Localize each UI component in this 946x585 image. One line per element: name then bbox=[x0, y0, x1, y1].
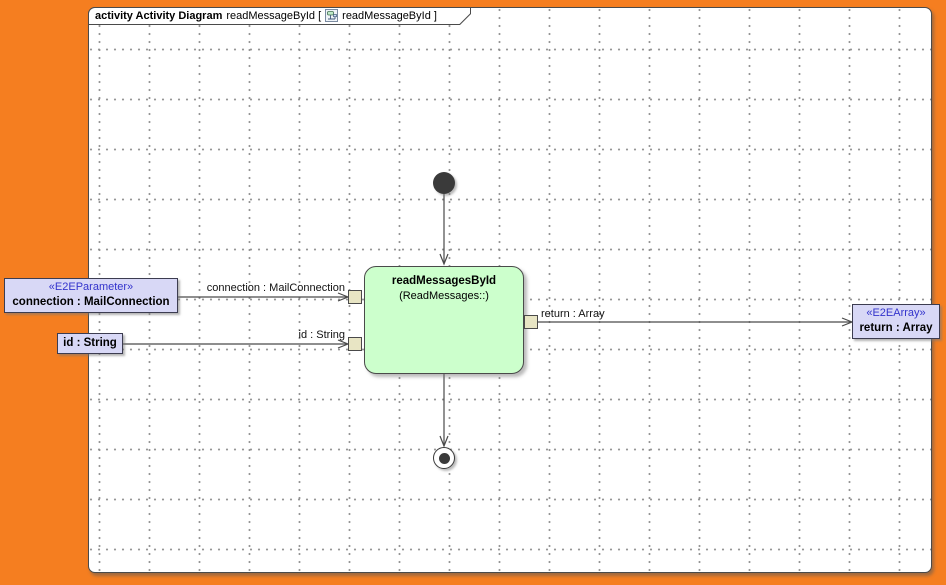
activity-diagram-icon bbox=[325, 9, 338, 22]
activity-subtitle: (ReadMessages::) bbox=[399, 290, 489, 302]
frame-tab-context-name: readMessageById ] bbox=[342, 9, 437, 22]
control-flow-initial-edge[interactable] bbox=[439, 194, 449, 266]
initial-node[interactable] bbox=[433, 172, 455, 194]
frame-tab-label: activity Activity Diagram readMessageByI… bbox=[89, 8, 470, 24]
param-node-id[interactable]: id : String bbox=[57, 333, 123, 354]
param-node-connection[interactable]: «E2EParameter» connection : MailConnecti… bbox=[4, 278, 178, 313]
diagram-canvas[interactable]: activity Activity Diagram readMessageByI… bbox=[4, 7, 940, 573]
input-pin-id[interactable] bbox=[348, 337, 362, 351]
param-return-name: return : Array bbox=[859, 322, 933, 334]
param-node-return[interactable]: «E2EArray» return : Array bbox=[852, 304, 940, 339]
frame-tab-diagram-name: readMessageById [ bbox=[226, 9, 322, 22]
activity-node[interactable]: readMessagesById (ReadMessages::) bbox=[364, 266, 524, 374]
final-node-dot bbox=[438, 452, 450, 464]
frame-tab[interactable]: activity Activity Diagram readMessageByI… bbox=[88, 7, 471, 25]
activity-name: readMessagesById bbox=[391, 275, 497, 287]
edge-label-connection[interactable]: connection : MailConnection bbox=[206, 282, 345, 294]
frame-tab-keyword: activity Activity Diagram bbox=[95, 9, 223, 22]
output-pin-return[interactable] bbox=[524, 315, 538, 329]
edge-label-return[interactable]: return : Array bbox=[541, 308, 605, 320]
control-flow-final-edge[interactable] bbox=[439, 374, 449, 448]
param-id-name: id : String bbox=[63, 337, 117, 349]
param-connection-stereotype: «E2EParameter» bbox=[48, 281, 134, 293]
object-flow-connection-edge[interactable] bbox=[178, 292, 350, 302]
edge-label-id[interactable]: id : String bbox=[298, 329, 345, 341]
object-flow-id-edge[interactable] bbox=[123, 339, 350, 349]
param-return-stereotype: «E2EArray» bbox=[866, 307, 926, 319]
param-connection-name: connection : MailConnection bbox=[12, 296, 170, 308]
input-pin-connection[interactable] bbox=[348, 290, 362, 304]
final-node[interactable] bbox=[433, 447, 455, 469]
